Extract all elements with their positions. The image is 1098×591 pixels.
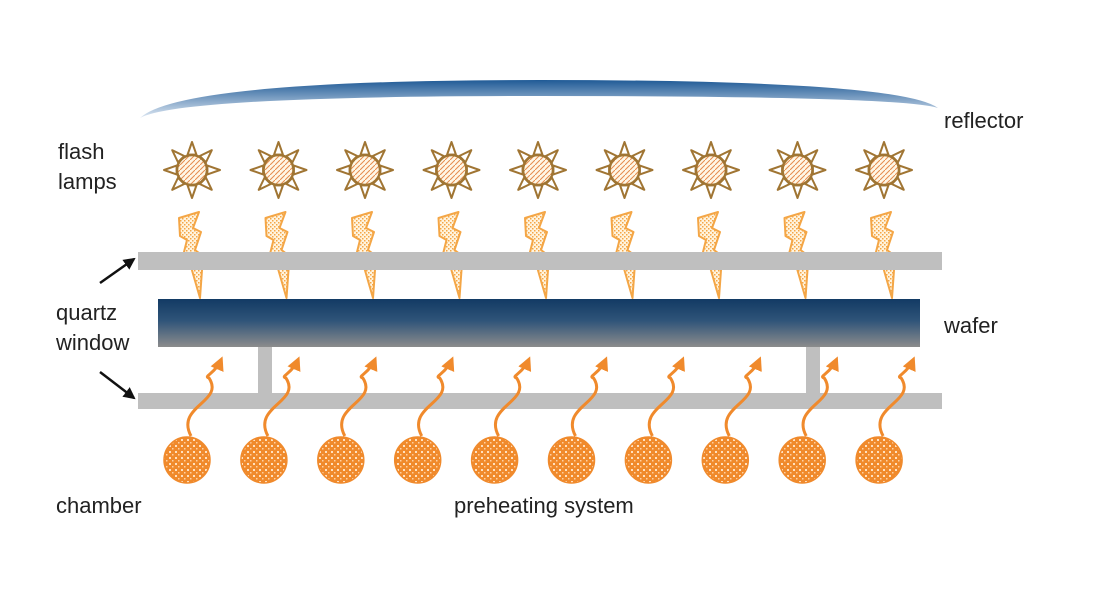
quartz-window-top (138, 252, 942, 270)
flash-lamp-icon (682, 141, 740, 199)
quartz-window-bottom (138, 393, 942, 409)
flash-lamp-icon (768, 141, 827, 199)
preheating-heaters-group (163, 356, 916, 484)
preheating-heater-icon (163, 356, 224, 484)
flash-lamp-icon (509, 141, 567, 199)
label-chamber: chamber (56, 493, 142, 518)
heat-flow-arrow (417, 356, 455, 437)
preheating-heater-icon (393, 356, 455, 484)
heat-flow-arrow (340, 356, 378, 437)
heat-flow-arrow (571, 356, 608, 437)
preheating-heater-icon (701, 356, 762, 484)
flash-lamp-icon (422, 141, 481, 199)
quartz-arrow-top (99, 257, 136, 285)
preheating-heater-icon (240, 356, 301, 484)
label-preheating-system: preheating system (454, 493, 634, 518)
flash-lamp-icon (595, 141, 654, 199)
label-flash-lamps: flash lamps (58, 139, 117, 194)
heat-flow-arrow (724, 356, 762, 437)
quartz-arrow-bottom (99, 371, 136, 400)
heat-flow-arrow (263, 356, 301, 437)
heat-flow-arrow (801, 356, 839, 437)
preheating-heater-icon (317, 356, 378, 484)
wafer-support-left (258, 344, 272, 399)
label-reflector: reflector (944, 108, 1024, 133)
reflector-dome (140, 80, 938, 118)
preheating-heater-icon (547, 356, 608, 484)
wafer-slab (158, 299, 920, 347)
wafer-support-right (806, 344, 820, 399)
heat-flow-arrow (647, 356, 685, 437)
heat-flow-arrow (186, 356, 224, 437)
preheating-heater-icon (470, 356, 532, 484)
heat-flow-arrow (878, 356, 916, 437)
flash-lamps-group (163, 141, 913, 199)
label-wafer: wafer (944, 313, 998, 338)
flash-lamp-icon (336, 141, 394, 199)
preheating-heater-icon (624, 356, 685, 484)
preheating-heater-icon (778, 356, 839, 484)
flash-lamp-icon (163, 141, 221, 199)
preheating-heater-icon (855, 356, 916, 484)
flash-lamp-icon (249, 141, 308, 199)
heat-flow-arrow (494, 356, 532, 437)
label-quartz-window: quartz window (56, 300, 130, 355)
flash-lamp-icon (855, 141, 913, 199)
